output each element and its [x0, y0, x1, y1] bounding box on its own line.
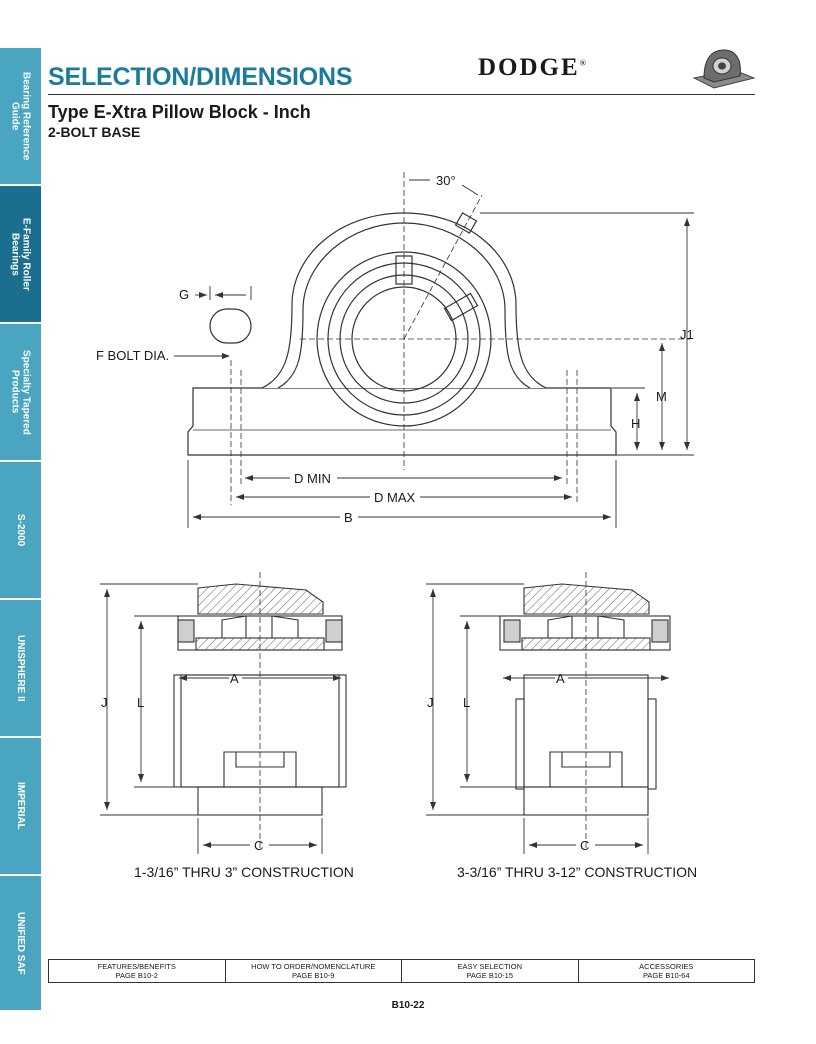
footer-link-title: ACCESSORIES: [639, 962, 694, 971]
footer-link-page: PAGE B10-2: [115, 971, 158, 980]
tab-unisphere-ii[interactable]: UNISPHERE II: [0, 600, 41, 738]
dim-d-min-label: D MIN: [294, 471, 331, 486]
footer-link-features-benefits[interactable]: FEATURES/BENEFITS PAGE B10-2: [49, 960, 226, 982]
registered-mark: ®: [579, 58, 586, 68]
tab-label: IMPERIAL: [15, 782, 26, 830]
tab-specialty-tapered-products[interactable]: Specialty Tapered Products: [0, 324, 41, 462]
tab-e-family-roller-bearings[interactable]: E-Family Roller Bearings: [0, 186, 41, 324]
footer-link-page: PAGE B10-9: [292, 971, 335, 980]
footer-link-how-to-order[interactable]: HOW TO ORDER/NOMENCLATURE PAGE B10-9: [226, 960, 402, 982]
tab-label: Specialty Tapered Products: [9, 349, 32, 435]
footer-link-accessories[interactable]: ACCESSORIES PAGE B10-64: [579, 960, 755, 982]
dim-l-label: L: [137, 695, 144, 710]
construction-caption-small: 1-3/16” THRU 3” CONSTRUCTION: [134, 864, 354, 880]
tab-imperial[interactable]: IMPERIAL: [0, 738, 41, 876]
page-number: B10-22: [391, 1000, 425, 1011]
f-bolt-dia-label: F BOLT DIA.: [96, 348, 169, 363]
footer-reference-table: FEATURES/BENEFITS PAGE B10-2 HOW TO ORDE…: [48, 959, 755, 983]
section-view-large-construction: J L A C: [426, 572, 671, 854]
dim-j-label: J: [427, 695, 434, 710]
dodge-logo: DODGE®: [478, 54, 586, 82]
construction-caption-large: 3-3/16” THRU 3-12” CONSTRUCTION: [457, 864, 698, 880]
tab-label: E-Family Roller Bearings: [9, 217, 32, 291]
subtitle: Type E-Xtra Pillow Block - Inch: [48, 102, 311, 122]
tab-s-2000[interactable]: S-2000: [0, 462, 41, 600]
dim-d-max-label: D MAX: [374, 490, 416, 505]
footer-link-title: HOW TO ORDER/NOMENCLATURE: [251, 962, 376, 971]
dim-j-label: J: [101, 695, 108, 710]
tab-unified-saf[interactable]: UNIFIED SAF: [0, 876, 41, 1012]
footer-link-page: PAGE B10-64: [642, 971, 690, 980]
dim-a-label: A: [556, 671, 565, 686]
footer-link-title: EASY SELECTION: [457, 962, 522, 971]
footer-link-title: FEATURES/BENEFITS: [97, 962, 176, 971]
dim-h-label: H: [631, 416, 640, 431]
dim-m-label: M: [656, 389, 667, 404]
footer-link-page: PAGE B10-15: [466, 971, 514, 980]
tab-label: Bearing Reference Guide: [9, 71, 32, 161]
tab-label: UNIFIED SAF: [15, 911, 26, 975]
angle-label: 30°: [436, 173, 456, 188]
dim-a-label: A: [230, 671, 239, 686]
section-view-small-construction: J L A C: [100, 572, 347, 854]
tab-label: UNISPHERE II: [15, 634, 26, 702]
dim-b-label: B: [344, 510, 353, 525]
tab-bearing-reference-guide[interactable]: Bearing Reference Guide: [0, 48, 41, 186]
pillow-block-product-icon: [692, 49, 756, 89]
dim-l-label: L: [463, 695, 470, 710]
base-type: 2-BOLT BASE: [48, 124, 141, 140]
footer-link-easy-selection[interactable]: EASY SELECTION PAGE B10-15: [402, 960, 579, 982]
dim-g-label: G: [179, 287, 189, 302]
dim-c-label: C: [254, 838, 263, 853]
dim-c-label: C: [580, 838, 589, 853]
header-divider: [48, 94, 755, 95]
dim-j1-label: J1: [680, 327, 694, 342]
page-title: SELECTION/DIMENSIONS: [48, 63, 353, 91]
front-view-drawing: 30° G F BOLT DIA. J1 M H D MIN D MAX B: [96, 172, 694, 528]
tab-label: S-2000: [15, 513, 26, 547]
logo-text: DODGE: [478, 54, 580, 81]
